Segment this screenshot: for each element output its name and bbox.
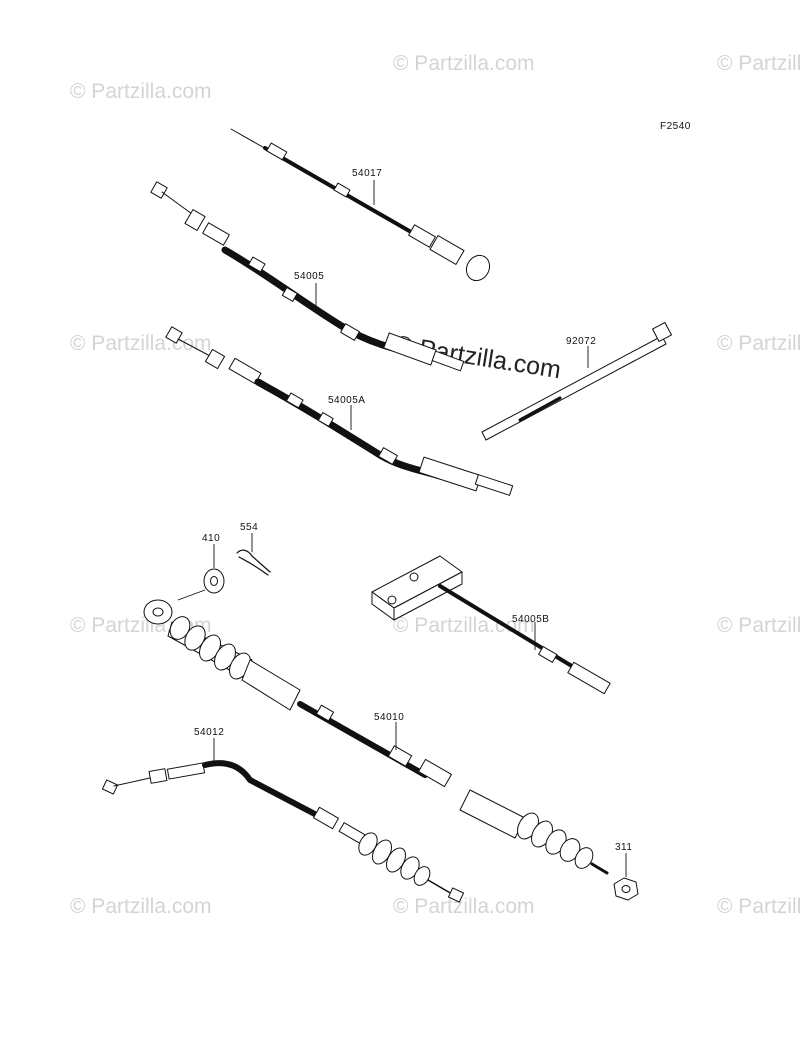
part-554-pin xyxy=(236,549,271,576)
part-311-nut xyxy=(613,877,639,901)
watermark-text: © Partzilla.com xyxy=(70,895,212,918)
callout-54012: 54012 xyxy=(194,727,224,738)
callout-54005A: 54005A xyxy=(328,395,365,406)
callout-554: 554 xyxy=(240,522,258,533)
watermark-text: © Partzilla.com xyxy=(717,332,800,355)
part-54017-cable xyxy=(230,128,491,282)
part-54005-cable xyxy=(150,181,465,372)
callout-410: 410 xyxy=(202,533,220,544)
watermark-text: © Partzilla.com xyxy=(70,332,212,355)
watermark-text: © Partzilla.com xyxy=(70,80,212,103)
watermark-text: © Partzilla.com xyxy=(717,52,800,75)
watermark-text: © Partzilla.com xyxy=(717,614,800,637)
callout-92072: 92072 xyxy=(566,336,596,347)
watermark-group: © Partzilla.com © Partzilla.com © Partzi… xyxy=(70,52,800,918)
watermark-text: © Partzilla.com xyxy=(717,895,800,918)
watermark-text: © Partzilla.com xyxy=(393,895,535,918)
part-54005A-cable xyxy=(165,326,514,496)
diagram-code: F2540 xyxy=(660,121,691,132)
part-54010-cable xyxy=(143,589,609,875)
callout-54005B: 54005B xyxy=(512,614,549,625)
callout-311: 311 xyxy=(615,842,632,853)
callout-54010: 54010 xyxy=(374,712,404,723)
part-92072-cable-tie xyxy=(481,322,672,441)
part-410-washer xyxy=(203,568,225,594)
part-54012-cable xyxy=(101,760,465,903)
callout-54005: 54005 xyxy=(294,271,324,282)
part-54005B-cable xyxy=(371,555,611,695)
watermark-text: © Partzilla.com xyxy=(393,52,535,75)
callout-54017: 54017 xyxy=(352,168,382,179)
